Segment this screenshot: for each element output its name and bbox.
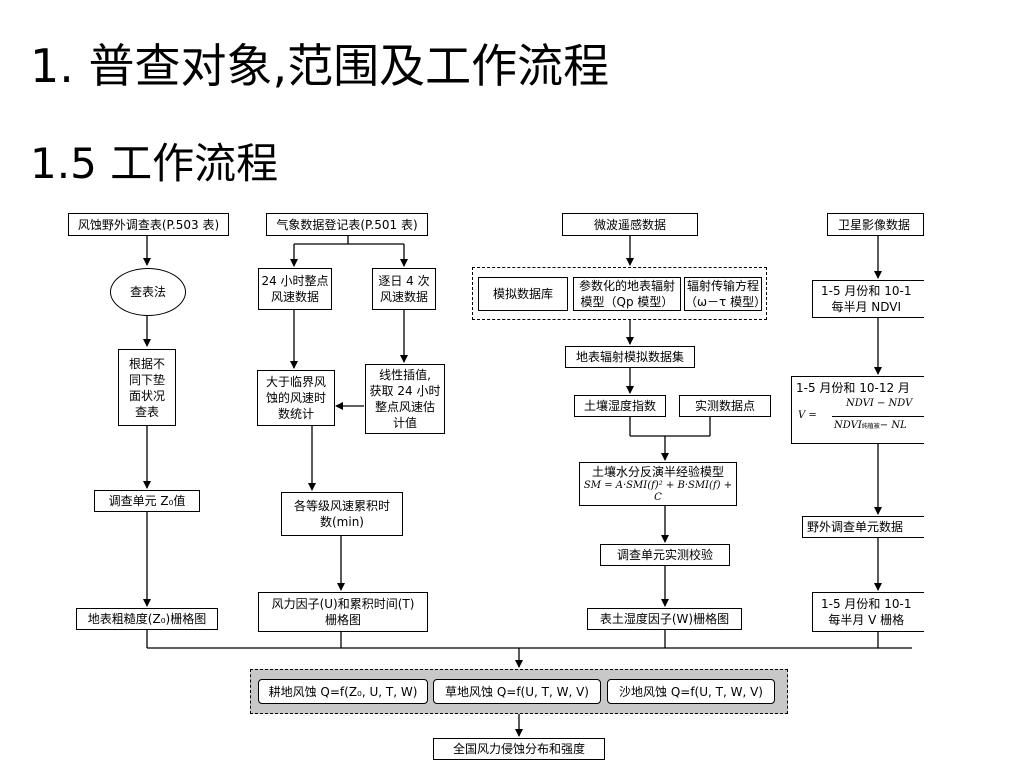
- meteorological-form-label: 气象数据登记表(P.501 表): [276, 217, 418, 232]
- simulation-dataset-label: 地表辐射模拟数据集: [575, 350, 684, 364]
- wind-hours-stats-label: 大于临界风 蚀的风速时 数统计: [265, 375, 326, 421]
- lookup-method-label: 查表法: [129, 285, 166, 299]
- measured-points-label: 实测数据点: [694, 399, 755, 413]
- qp-model-label: 参数化的地表辐射 模型（Qp 模型）: [578, 279, 675, 309]
- unit-verification-box: 调查单元实测校验: [600, 544, 730, 566]
- daily-wind-data-box: 逐日 4 次 风速数据: [372, 268, 436, 310]
- formula-denominator-sub: 纯植被: [861, 423, 880, 430]
- formula-fraction-bar: [832, 416, 924, 417]
- hourly-wind-data-box: 24 小时整点 风速数据: [258, 268, 332, 310]
- page-title: 1. 普查对象,范围及工作流程: [30, 39, 610, 93]
- accumulated-hours-box: 各等级风速累积时 数(min): [281, 492, 403, 536]
- formula-denominator: NDVI纯植被− NL: [834, 420, 907, 433]
- inversion-model-label: 土壤水分反演半经验模型: [591, 465, 724, 479]
- formula-lhs: V =: [798, 410, 817, 421]
- vegetation-raster-box: 1-5 月份和 10-1 每半月 V 栅格: [812, 592, 924, 632]
- moisture-raster-label: 表土湿度因子(W)栅格图: [599, 612, 730, 626]
- interpolation-box: 线性插值, 获取 24 小时 整点风速估 计值: [365, 364, 445, 434]
- inversion-formula: SM = A·SMI(f)² + B·SMI(f) + C: [583, 480, 733, 503]
- farmland-erosion-box: 耕地风蚀 Q=f(Z₀, U, T, W): [258, 679, 428, 704]
- inversion-model-box: 土壤水分反演半经验模型 SM = A·SMI(f)² + B·SMI(f) + …: [579, 462, 737, 506]
- moisture-raster-box: 表土湿度因子(W)栅格图: [587, 608, 742, 630]
- section-subtitle: 1.5 工作流程: [30, 139, 279, 188]
- model-group-dashed: [472, 267, 767, 320]
- field-survey-data-label: 野外调查单元数据: [807, 520, 904, 534]
- grassland-erosion-box: 草地风蚀 Q=f(U, T, W, V): [433, 679, 601, 704]
- soil-humidity-index-box: 土壤湿度指数: [574, 395, 666, 417]
- microwave-data-box: 微波遥感数据: [562, 213, 698, 236]
- wind-hours-stats-box: 大于临界风 蚀的风速时 数统计: [257, 370, 335, 426]
- ndvi-box: 1-5 月份和 10-1 每半月 NDVI: [812, 280, 924, 318]
- meteorological-form-box: 气象数据登记表(P.501 表): [266, 213, 428, 236]
- hourly-wind-data-label: 24 小时整点 风速数据: [261, 274, 329, 304]
- qp-model-box: 参数化的地表辐射 模型（Qp 模型）: [573, 277, 681, 311]
- soil-humidity-index-label: 土壤湿度指数: [583, 399, 656, 413]
- wind-erosion-survey-form-label: 风蚀野外调查表(P.503 表): [77, 217, 220, 232]
- vegetation-formula-title: 1-5 月份和 10-12 月: [796, 381, 910, 395]
- lookup-by-surface-label: 根据不 同下垫 面状况 查表: [128, 356, 165, 419]
- farmland-erosion-label: 耕地风蚀 Q=f(Z₀, U, T, W): [268, 684, 418, 699]
- vegetation-formula-box: 1-5 月份和 10-12 月 V = NDVI − NDV NDVI纯植被− …: [791, 376, 924, 444]
- national-erosion-result-label: 全国风力侵蚀分布和强度: [452, 742, 585, 756]
- unit-verification-label: 调查单元实测校验: [616, 548, 713, 562]
- formula-denominator-main: NDVI: [834, 420, 862, 431]
- ndvi-label: 1-5 月份和 10-1 每半月 NDVI: [821, 284, 912, 314]
- daily-wind-data-label: 逐日 4 次 风速数据: [378, 274, 430, 304]
- simulation-db-label: 模拟数据库: [492, 287, 553, 301]
- survey-unit-z0-box: 调查单元 Z₀值: [94, 490, 200, 512]
- formula-denominator-tail: − NL: [879, 420, 907, 431]
- roughness-raster-label: 地表粗糙度(Z₀)栅格图: [87, 612, 207, 626]
- satellite-data-box: 卫星影像数据: [827, 213, 924, 236]
- rt-model-box: 辐射传输方程 （ω－τ 模型）: [684, 277, 762, 311]
- wind-factor-raster-label: 风力因子(U)和累积时间(T) 栅格图: [271, 597, 415, 627]
- satellite-data-label: 卫星影像数据: [838, 217, 911, 232]
- microwave-data-label: 微波遥感数据: [593, 217, 666, 232]
- wind-factor-raster-box: 风力因子(U)和累积时间(T) 栅格图: [258, 592, 428, 632]
- national-erosion-result-box: 全国风力侵蚀分布和强度: [433, 738, 605, 760]
- field-survey-data-box: 野外调查单元数据: [802, 516, 924, 538]
- lookup-by-surface-box: 根据不 同下垫 面状况 查表: [118, 349, 176, 426]
- simulation-dataset-box: 地表辐射模拟数据集: [565, 346, 695, 368]
- wind-erosion-survey-form-box: 风蚀野外调查表(P.503 表): [68, 213, 229, 236]
- formula-numerator: NDVI − NDV: [846, 398, 913, 409]
- accumulated-hours-label: 各等级风速累积时 数(min): [293, 499, 390, 529]
- roughness-raster-box: 地表粗糙度(Z₀)栅格图: [76, 608, 218, 630]
- interpolation-label: 线性插值, 获取 24 小时 整点风速估 计值: [369, 368, 441, 430]
- measured-points-box: 实测数据点: [679, 395, 771, 417]
- lookup-method-ellipse: 查表法: [110, 268, 186, 316]
- simulation-db-box: 模拟数据库: [478, 277, 568, 311]
- grassland-erosion-label: 草地风蚀 Q=f(U, T, W, V): [445, 684, 589, 699]
- rt-model-label: 辐射传输方程 （ω－τ 模型）: [685, 279, 761, 309]
- sandland-erosion-box: 沙地风蚀 Q=f(U, T, W, V): [607, 679, 775, 704]
- vegetation-raster-label: 1-5 月份和 10-1 每半月 V 栅格: [821, 597, 912, 627]
- sandland-erosion-label: 沙地风蚀 Q=f(U, T, W, V): [619, 684, 763, 699]
- survey-unit-z0-label: 调查单元 Z₀值: [108, 494, 186, 508]
